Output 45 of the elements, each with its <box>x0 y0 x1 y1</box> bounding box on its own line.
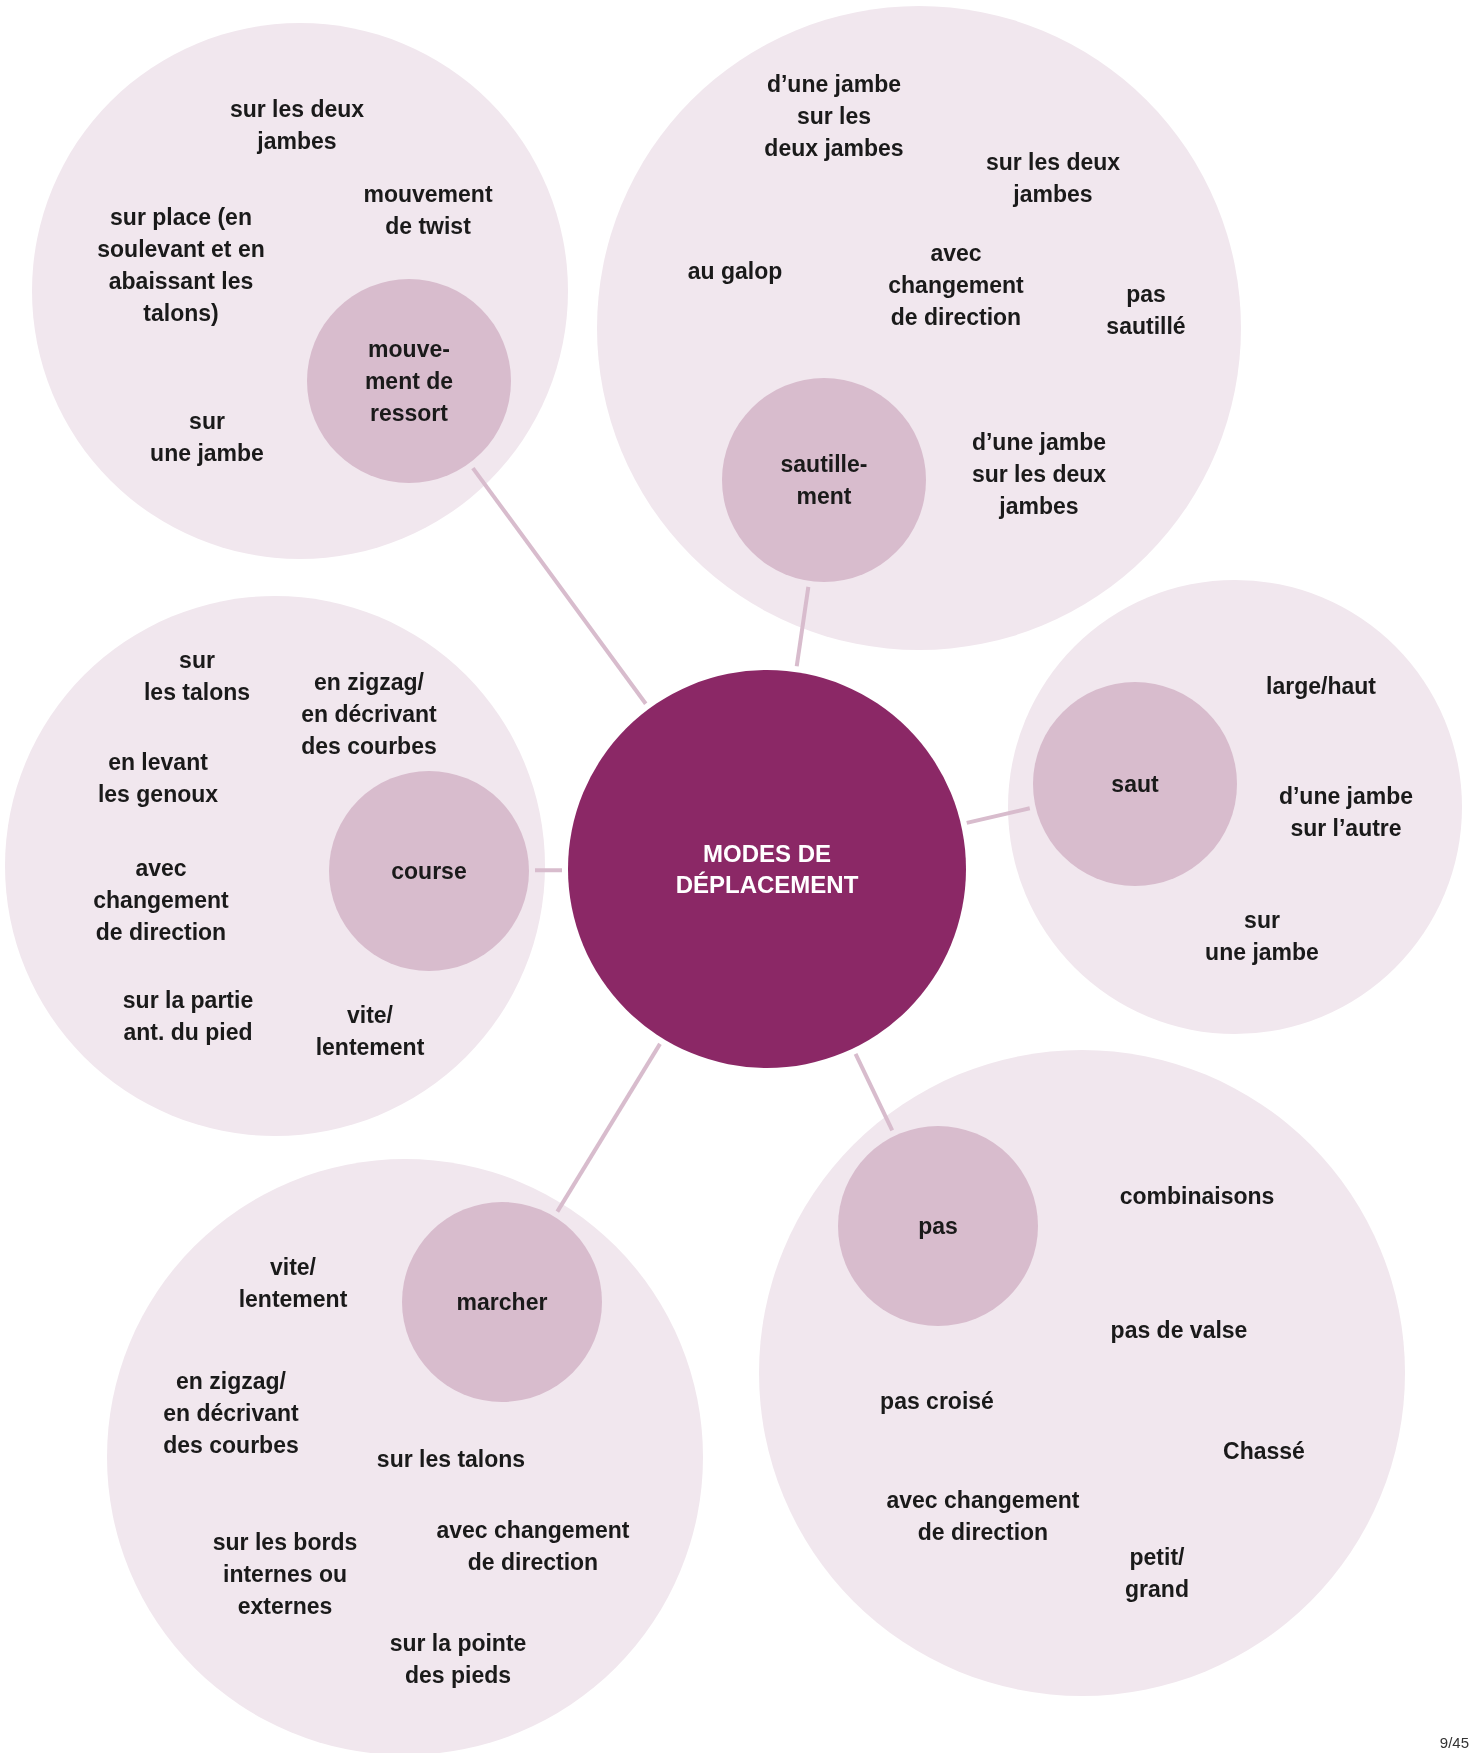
subtopic-label: sur une jambe <box>150 407 264 468</box>
subtopic-label: sur les bords internes ou externes <box>212 1528 358 1621</box>
subtopic-label: d’une jambe sur les deux jambes <box>971 428 1107 521</box>
subtopic-label: sur les deux jambes <box>229 95 365 156</box>
subtopic-label: sur les talons <box>143 646 251 707</box>
subtopic-label: en zigzag/ en décrivant des courbes <box>163 1367 299 1460</box>
subtopic-label: sur la partie ant. du pied <box>122 986 254 1047</box>
category-label: saut <box>1111 770 1159 799</box>
connector-line <box>555 1042 662 1213</box>
subtopic-label: avec changement de direction <box>888 239 1024 332</box>
connector-line <box>794 586 811 667</box>
category-label: sautille- ment <box>780 450 868 511</box>
subtopic-label: large/haut <box>1266 672 1376 701</box>
subtopic-label: sur place (en soulevant et en abaissant les talons) <box>97 203 265 328</box>
subtopic-label: d’une jambe sur l’autre <box>1278 782 1414 843</box>
category-label: course <box>391 857 467 886</box>
connector-line <box>535 868 562 873</box>
subtopic-label: Chassé <box>1223 1437 1305 1466</box>
subtopic-label: avec changement de direction <box>436 1516 630 1577</box>
subtopic-label: avec changement de direction <box>886 1486 1080 1547</box>
connector-line <box>853 1053 894 1132</box>
subtopic-label: pas de valse <box>1110 1316 1248 1345</box>
subtopic-label: avec changement de direction <box>93 854 229 947</box>
subtopic-label: au galop <box>687 257 783 286</box>
subtopic-label: sur la pointe des pieds <box>389 1629 527 1690</box>
subtopic-label: en zigzag/ en décrivant des courbes <box>301 668 437 761</box>
subtopic-label: en levant les genoux <box>97 748 219 809</box>
page-number: 9/45 <box>1439 1734 1469 1751</box>
subtopic-label: sur les deux jambes <box>985 148 1121 209</box>
subtopic-label: petit/ grand <box>1125 1543 1189 1604</box>
category-label: pas <box>918 1212 958 1241</box>
subtopic-label: pas croisé <box>880 1387 994 1416</box>
category-label: mouve- ment de ressort <box>364 335 454 428</box>
subtopic-label: mouvement de twist <box>363 180 493 241</box>
connector-line <box>471 466 648 705</box>
central-title: MODES DE DÉPLACEMENT <box>675 839 859 900</box>
category-label: marcher <box>456 1288 548 1317</box>
subtopic-label: pas sautillé <box>1106 280 1186 341</box>
subtopic-label: combinaisons <box>1119 1182 1275 1211</box>
subtopic-label: vite/ lentement <box>238 1253 348 1314</box>
connector-line <box>966 806 1031 825</box>
subtopic-label: sur les talons <box>376 1445 526 1474</box>
subtopic-label: vite/ lentement <box>315 1001 425 1062</box>
subtopic-label: d’une jambe sur les deux jambes <box>764 70 904 163</box>
subtopic-label: sur une jambe <box>1205 906 1319 967</box>
